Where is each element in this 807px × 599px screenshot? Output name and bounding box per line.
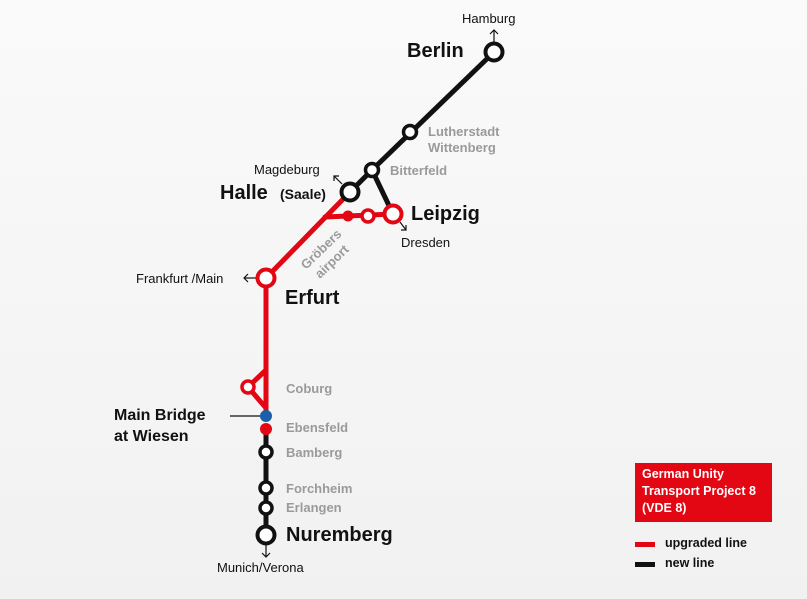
label-frankfurt: Frankfurt /Main [136, 271, 223, 286]
station-grobers[interactable] [360, 208, 376, 224]
station-erlangen[interactable] [258, 500, 274, 516]
label-ebensfeld: Ebensfeld [286, 420, 348, 435]
line-berlin-bitterfeld [369, 49, 497, 173]
legend-title-line-1: German Unity [642, 467, 724, 481]
station-halle[interactable] [339, 181, 361, 203]
arrow-frankfurt-head [243, 273, 249, 283]
legend-new-swatch [635, 562, 655, 567]
label-main-bridge-1: Main Bridge [114, 407, 206, 424]
arrow-munich-head [261, 552, 271, 558]
label-bamberg: Bamberg [286, 445, 342, 460]
station-bitterfeld[interactable] [363, 161, 381, 179]
label-erfurt: Erfurt [285, 287, 340, 309]
label-erlangen: Erlangen [286, 500, 342, 515]
station-erfurt[interactable] [255, 267, 277, 289]
arrow-dresden-head [401, 225, 407, 231]
station-lutherstadt-wittenberg[interactable] [401, 123, 419, 141]
label-hamburg: Hamburg [462, 11, 515, 26]
station-junction-red[interactable] [342, 210, 354, 222]
station-coburg[interactable] [240, 379, 256, 395]
label-coburg: Coburg [286, 381, 332, 396]
label-halle: Halle [220, 182, 268, 204]
legend-upgraded-label: upgraded line [665, 536, 747, 550]
arrow-hamburg-head [489, 29, 499, 35]
legend-upgraded-swatch [635, 542, 655, 547]
station-nuremberg[interactable] [255, 524, 277, 546]
line-junction-leipzig [322, 211, 396, 220]
station-berlin[interactable] [483, 41, 505, 63]
arrow-magdeburg-head [333, 175, 339, 181]
station-ebensfeld[interactable] [260, 423, 272, 435]
label-halle-suffix: (Saale) [280, 186, 326, 202]
label-berlin: Berlin [407, 40, 464, 62]
label-main-bridge-2: at Wiesen [114, 428, 189, 445]
label-forchheim: Forchheim [286, 481, 352, 496]
station-bamberg[interactable] [258, 444, 274, 460]
label-munich: Munich/Verona [217, 560, 304, 575]
label-leipzig: Leipzig [411, 203, 480, 225]
legend-title-line-2: Transport Project 8 [642, 484, 756, 498]
legend-new-label: new line [665, 556, 715, 570]
label-lutherstadt-1: Lutherstadt [428, 124, 500, 139]
label-dresden: Dresden [401, 235, 450, 250]
connection-arrows [230, 29, 499, 558]
label-bitterfeld: Bitterfeld [390, 163, 447, 178]
arrow-dresden [399, 221, 407, 231]
line-halle-erfurt [263, 189, 353, 281]
station-forchheim[interactable] [258, 480, 274, 496]
station-leipzig[interactable] [382, 203, 404, 225]
station-labels: Berlin Lutherstadt Wittenberg Bitterfeld… [114, 40, 500, 546]
upgraded-line-segments [245, 189, 396, 419]
legend-title-box: German Unity Transport Project 8 (VDE 8) [635, 463, 772, 522]
stations [240, 41, 505, 546]
label-nuremberg: Nuremberg [286, 524, 393, 546]
label-lutherstadt-2: Wittenberg [428, 140, 496, 155]
legend-title-line-3: (VDE 8) [642, 501, 687, 515]
label-magdeburg: Magdeburg [254, 162, 320, 177]
station-main-bridge[interactable] [260, 410, 272, 422]
connection-labels: Hamburg Magdeburg Dresden Frankfurt /Mai… [136, 11, 515, 575]
arrow-magdeburg [333, 175, 343, 185]
